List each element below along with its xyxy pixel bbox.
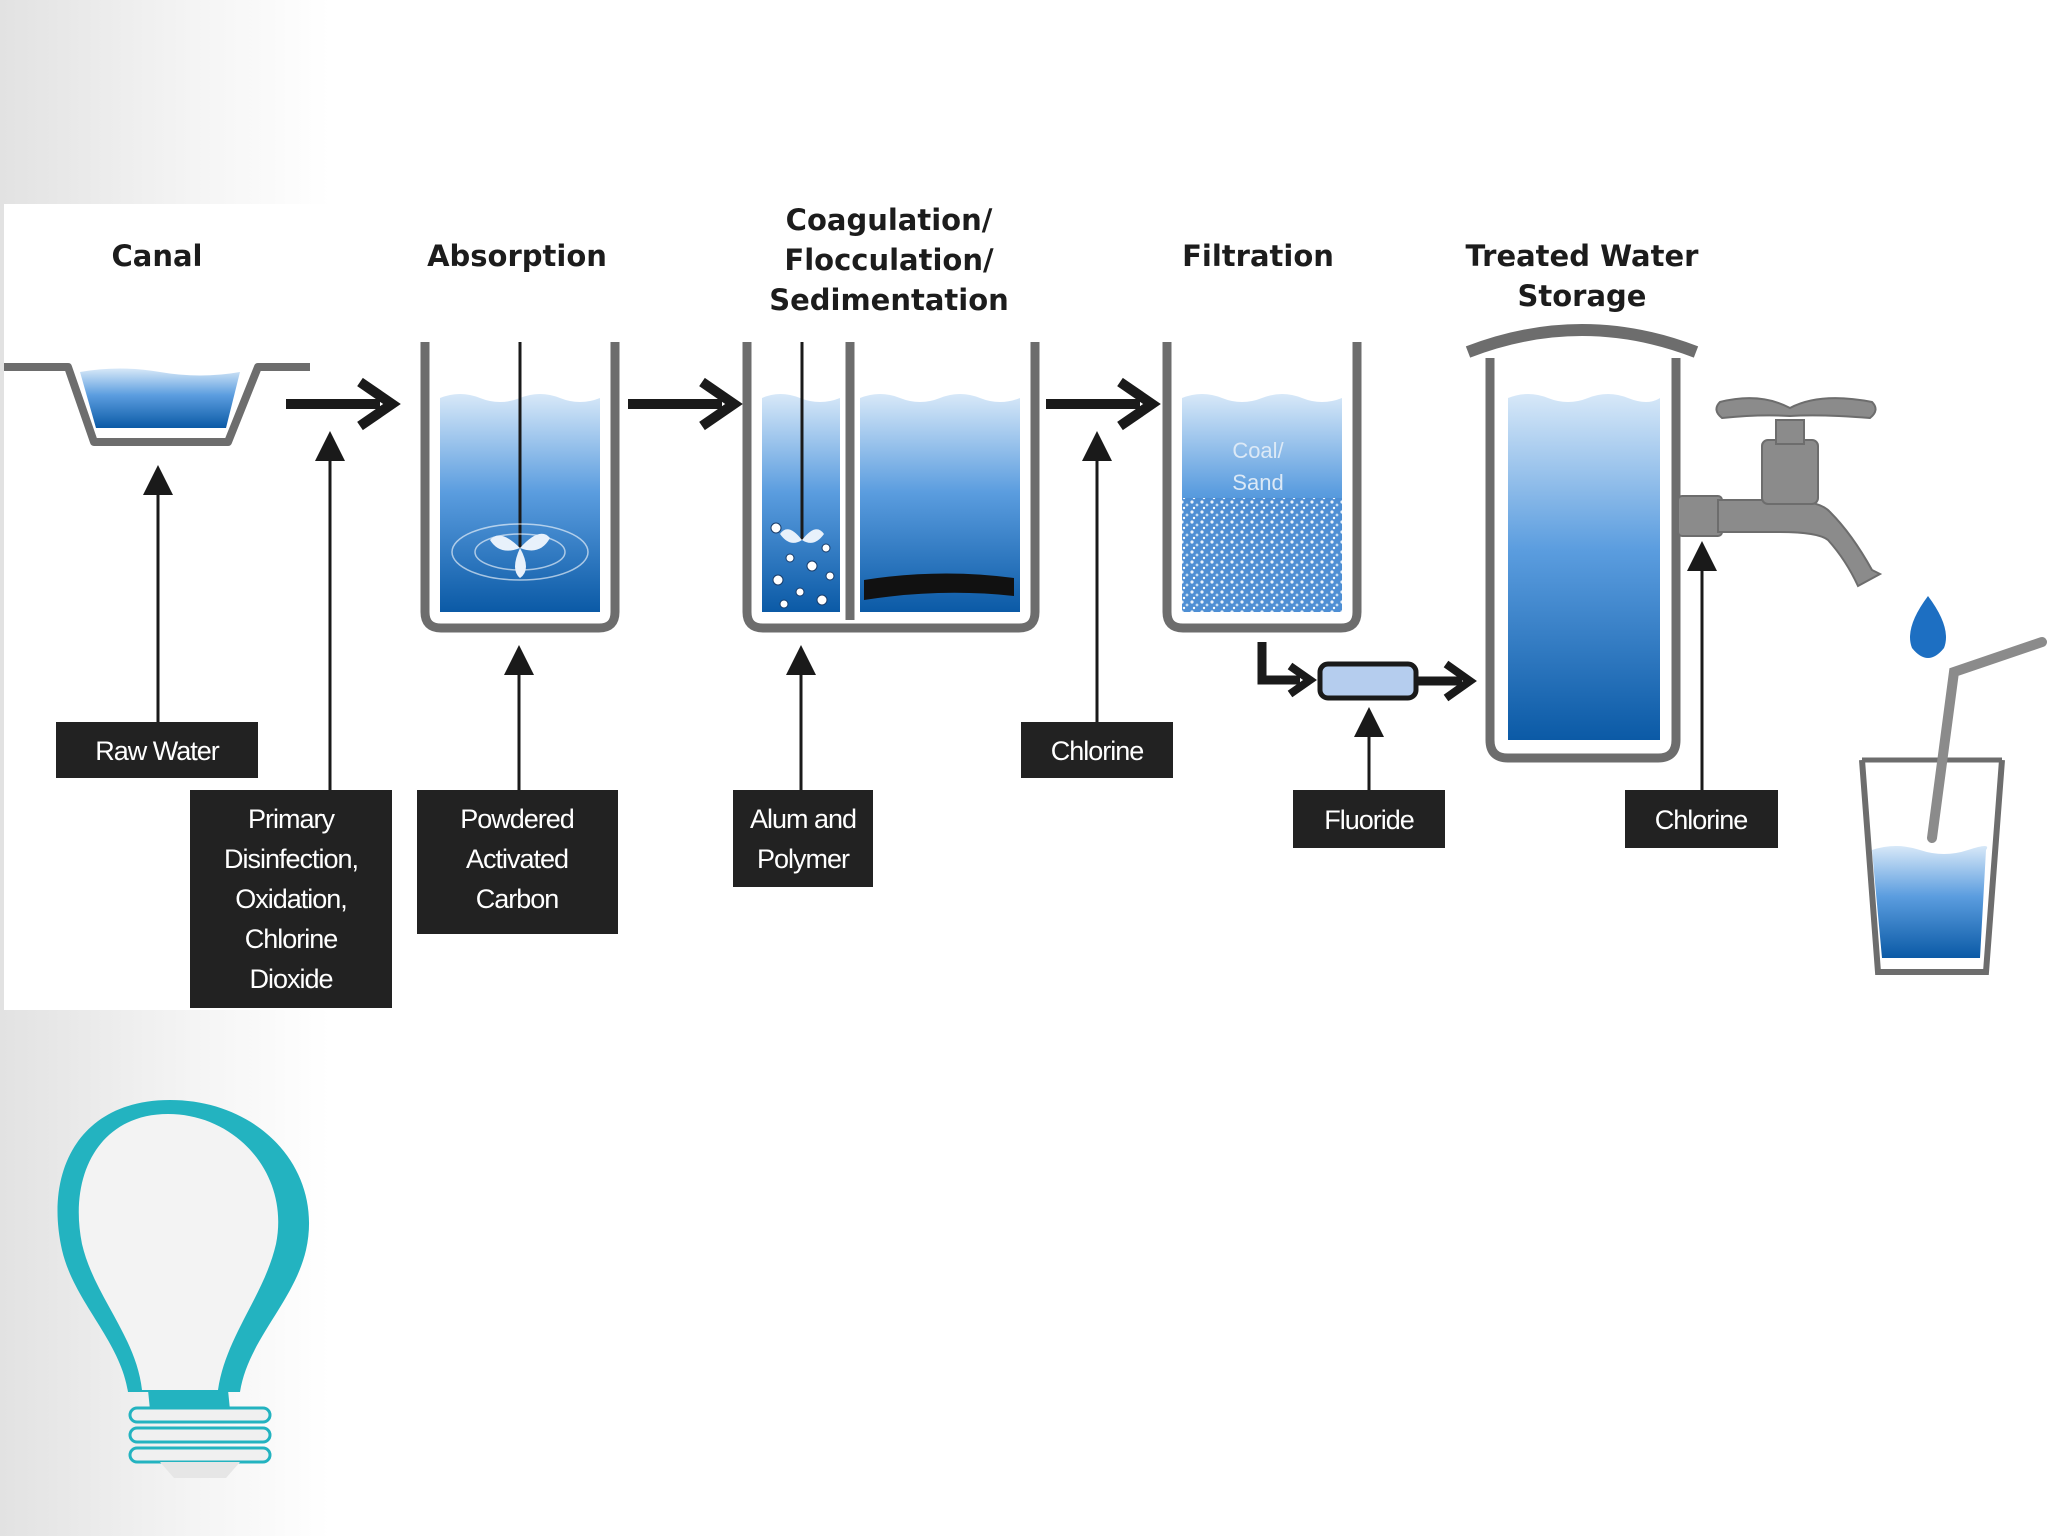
label-raw-water: Raw Water	[56, 722, 258, 778]
light-bulb-icon	[57, 1100, 310, 1478]
stage-title-coagulation: Coagulation/	[786, 203, 993, 237]
label-pac-line: Powdered	[460, 804, 574, 834]
faucet-icon	[1677, 397, 1883, 588]
sand-label: Sand	[1232, 470, 1283, 495]
label-chlorine-1: Chlorine	[1021, 722, 1173, 778]
label-raw-water-text: Raw Water	[95, 736, 220, 766]
filtration-tank: Coal/ Sand	[1162, 342, 1362, 633]
drinking-glass-icon	[1859, 637, 2047, 975]
right-arrow-icon	[1046, 377, 1161, 431]
label-primary-line: Oxidation,	[235, 884, 347, 914]
label-chlorine-2: Chlorine	[1625, 790, 1778, 848]
coagulation-tank	[742, 342, 1040, 633]
stage-title-flocculation: Flocculation/	[784, 243, 994, 277]
stage-title-sedimentation: Sedimentation	[769, 283, 1009, 317]
label-pac-line: Activated	[466, 844, 568, 874]
label-fluoride: Fluoride	[1293, 790, 1445, 848]
label-primary-line: Dioxide	[249, 964, 332, 994]
label-primary-line: Disinfection,	[224, 844, 358, 874]
label-alum-polymer: Alum and Polymer	[733, 790, 873, 887]
label-primary-disinfection: Primary Disinfection, Oxidation, Chlorin…	[190, 790, 392, 1008]
canal-basin	[4, 363, 310, 446]
water-drop-icon	[1910, 596, 1946, 658]
water-tank-icon	[1465, 324, 1699, 763]
absorption-tank	[420, 342, 620, 633]
label-alum-line: Polymer	[757, 844, 850, 874]
stage-title-storage-2: Storage	[1518, 279, 1647, 313]
stage-title-filtration: Filtration	[1182, 239, 1334, 273]
stage-title-absorption: Absorption	[427, 239, 607, 273]
label-chlorine-2-text: Chlorine	[1655, 805, 1748, 835]
label-primary-line: Chlorine	[245, 924, 338, 954]
label-alum-line: Alum and	[750, 804, 856, 834]
label-pac-line: Carbon	[476, 884, 559, 914]
stage-title-canal: Canal	[111, 239, 202, 273]
label-fluoride-text: Fluoride	[1324, 805, 1414, 835]
coal-label: Coal/	[1232, 438, 1284, 463]
fluoride-pipe	[1257, 642, 1477, 702]
label-primary-line: Primary	[248, 804, 335, 834]
label-chlorine-1-text: Chlorine	[1051, 736, 1144, 766]
right-arrow-icon	[286, 377, 401, 431]
stage-title-storage-1: Treated Water	[1466, 239, 1700, 273]
right-arrow-icon	[628, 377, 743, 431]
label-powdered-activated-carbon: Powdered Activated Carbon	[417, 790, 618, 934]
